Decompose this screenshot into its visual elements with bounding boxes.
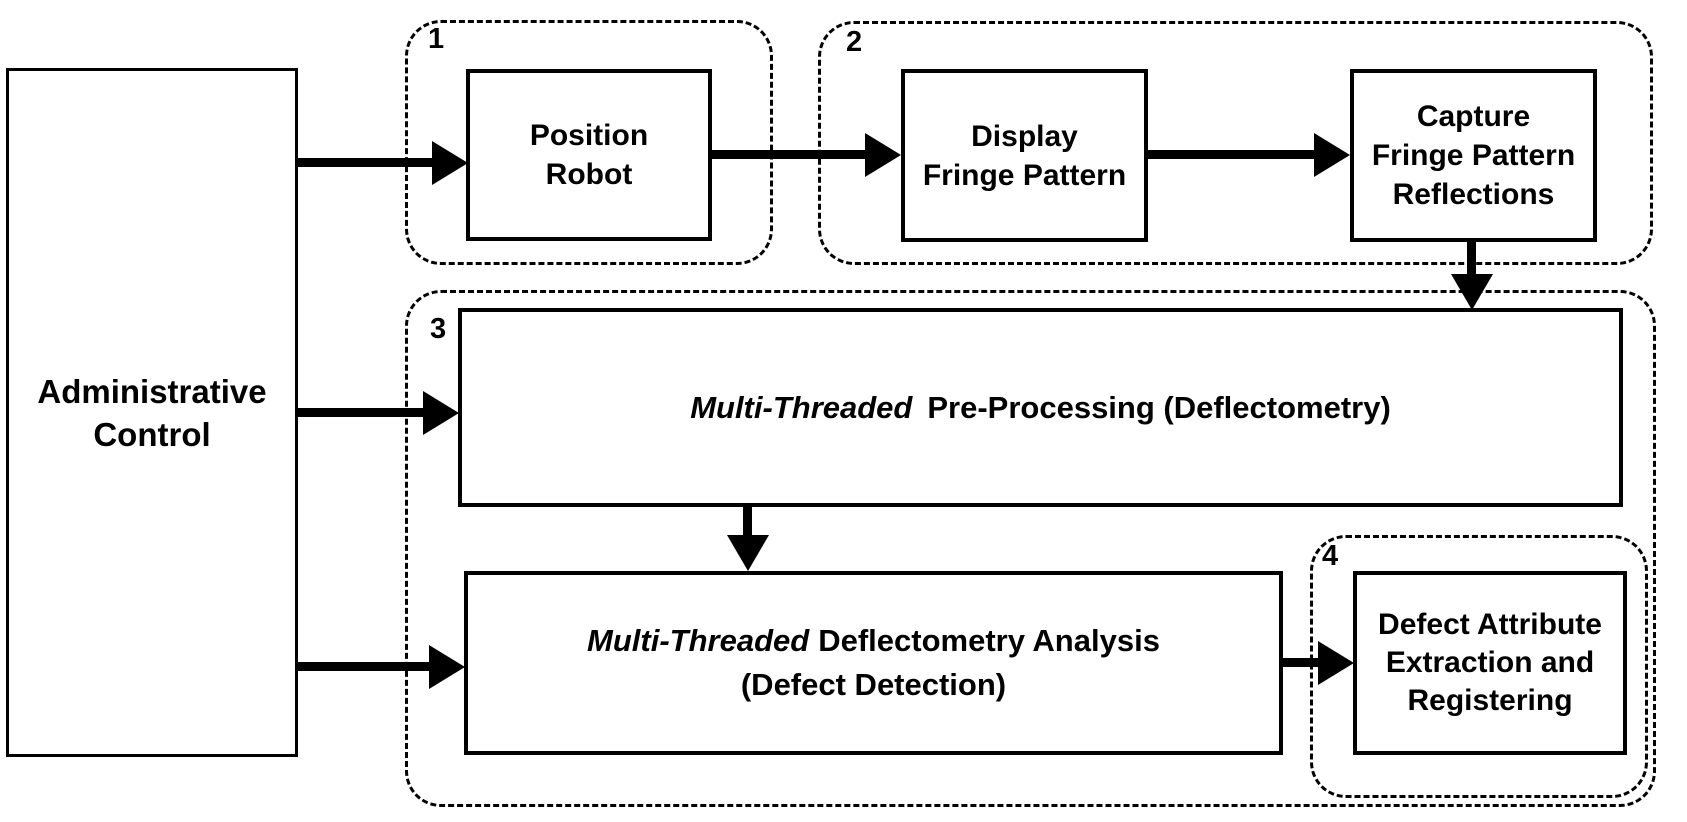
arrow-shaft xyxy=(1283,658,1320,667)
admin-control-box: Administrative Control xyxy=(6,68,298,757)
arrow-shaft xyxy=(297,158,434,167)
arrow-head-right-icon xyxy=(1314,133,1350,177)
arrow-shaft xyxy=(1467,242,1476,276)
arrow-shaft xyxy=(712,150,867,159)
admin-control-label-line1: Administrative xyxy=(37,372,267,410)
stage-number-2: 2 xyxy=(846,26,863,58)
arrow-shaft xyxy=(297,662,431,671)
stage-number-4: 4 xyxy=(1322,540,1339,572)
deflectometry-analysis-label-line2: (Defect Detection) xyxy=(740,667,1007,702)
position-robot-label-line1: Position xyxy=(529,119,649,152)
capture-fringe-label-line2: Fringe Pattern xyxy=(1371,139,1576,172)
stage-group-3-border xyxy=(405,290,1656,807)
capture-fringe-label-line1: Capture xyxy=(1416,100,1531,133)
admin-control-label-line2: Control xyxy=(93,415,211,453)
arrow-shaft xyxy=(1148,150,1316,159)
capture-fringe-label-line3: Reflections xyxy=(1392,178,1555,211)
arrow-head-right-icon xyxy=(432,141,468,185)
arrow-head-right-icon xyxy=(423,391,459,435)
pre-processing-box: Multi-Threaded Pre-Processing (Deflectome… xyxy=(458,308,1623,507)
stage-number-3: 3 xyxy=(430,313,447,345)
display-fringe-pattern-box: Display Fringe Pattern xyxy=(901,69,1148,242)
stage-group-1-border xyxy=(405,20,773,265)
defect-attribute-label-line3: Registering xyxy=(1407,684,1573,717)
arrow-head-down-icon xyxy=(1451,274,1493,310)
capture-fringe-reflections-box: Capture Fringe Pattern Reflections xyxy=(1350,69,1597,242)
arrow-head-right-icon xyxy=(865,133,901,177)
arrow-head-down-icon xyxy=(727,535,769,571)
arrow-shaft xyxy=(743,507,752,537)
position-robot-label-line2: Robot xyxy=(545,158,633,191)
deflectometry-analysis-label-emphasis: Multi-Threaded xyxy=(587,623,810,658)
defect-attribute-label-line1: Defect Attribute xyxy=(1378,608,1602,641)
defect-attribute-label-line2: Extraction and xyxy=(1385,646,1595,679)
arrow-shaft xyxy=(297,408,425,417)
position-robot-box: Position Robot xyxy=(466,69,712,241)
stage-group-2-border xyxy=(818,21,1653,265)
display-fringe-label-line1: Display xyxy=(971,119,1078,153)
defect-attribute-box: Defect Attribute Extraction and Register… xyxy=(1353,571,1627,755)
display-fringe-label-line2: Fringe Pattern xyxy=(922,158,1127,192)
arrow-head-right-icon xyxy=(1318,641,1354,685)
arrow-head-right-icon xyxy=(429,645,465,689)
stage-number-1: 1 xyxy=(428,23,445,55)
pre-processing-label-rest: Pre-Processing (Deflectometry) xyxy=(927,389,1391,425)
pre-processing-label-emphasis: Multi-Threaded xyxy=(690,389,913,425)
deflectometry-analysis-label-rest: Deflectometry Analysis xyxy=(818,623,1160,658)
pre-processing-label: Multi-Threaded Pre-Processing (Deflectome… xyxy=(690,386,1391,430)
